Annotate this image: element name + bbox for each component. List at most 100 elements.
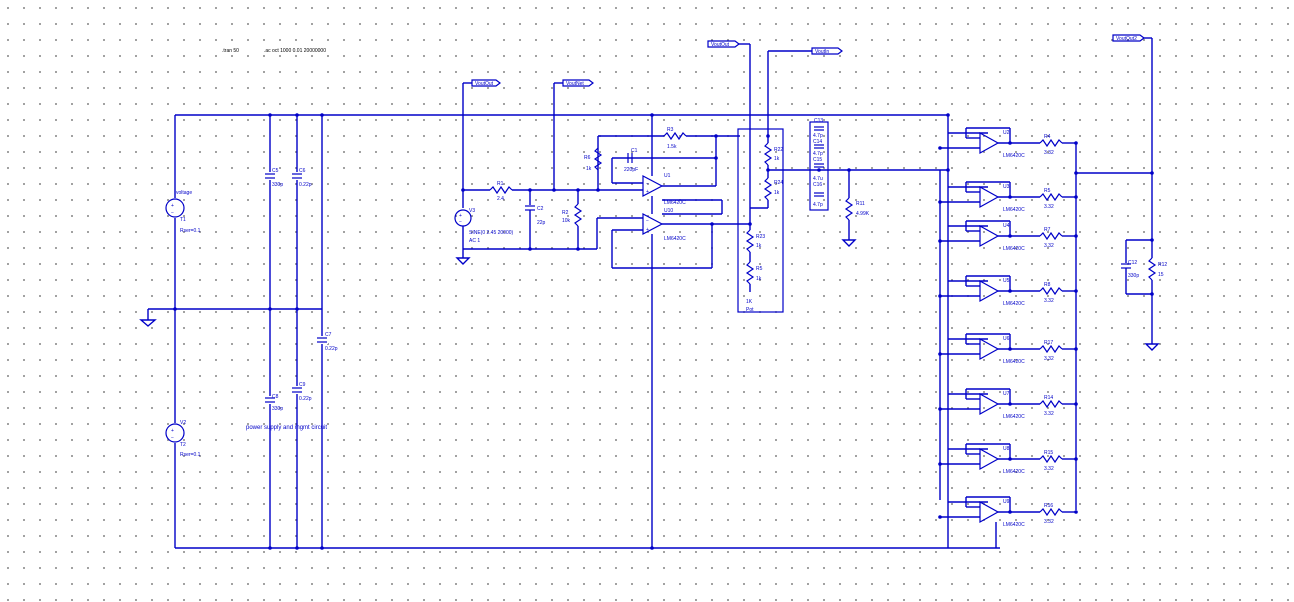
capacitor-c5[interactable]: C5 330p bbox=[264, 168, 283, 188]
component-value: 330p bbox=[272, 182, 283, 188]
component-name: C7 bbox=[325, 332, 332, 338]
component-name: R15 bbox=[1044, 450, 1053, 456]
capacitor-c1[interactable]: C1 220pF bbox=[624, 148, 638, 173]
junction-dot bbox=[1008, 289, 1012, 293]
capacitor-c12[interactable]: C12 330p bbox=[1121, 260, 1139, 279]
capacitor-c9[interactable]: C9 0.22p bbox=[291, 382, 312, 402]
junction-dot bbox=[1008, 234, 1012, 238]
resistor-icon bbox=[1147, 257, 1157, 281]
component-value: 1k bbox=[756, 276, 762, 282]
ac-directive[interactable]: .ac oct 1000 0.01 20000000 bbox=[264, 48, 326, 54]
resistor-icon bbox=[1039, 454, 1063, 464]
opamp-u10[interactable]: − + U10 LM6420C bbox=[642, 208, 686, 242]
component-value: LM6420C bbox=[1003, 207, 1025, 213]
component-name: R2 bbox=[562, 210, 569, 216]
junction-dot bbox=[938, 294, 942, 298]
component-value: 15 bbox=[1158, 272, 1164, 278]
resistor-r12[interactable]: R12 15 bbox=[1147, 257, 1167, 281]
capacitor-c6[interactable]: C6 0.22p bbox=[291, 168, 312, 188]
component-name: C14 bbox=[813, 139, 822, 145]
resistor-r24[interactable]: R24 1k bbox=[763, 177, 783, 201]
component-name: C6 bbox=[299, 168, 306, 174]
net-label-text: VoutOut bbox=[711, 42, 730, 48]
net-label-flag[interactable] bbox=[811, 47, 843, 55]
component-value: 0.22p bbox=[299, 182, 312, 188]
resistor-r6[interactable]: R6 1k bbox=[584, 147, 603, 172]
svg-text:+: + bbox=[646, 227, 649, 233]
resistor-r11[interactable]: R11 4.99K bbox=[844, 197, 870, 221]
component-value: 3.32 bbox=[1044, 411, 1054, 417]
component-name: C16 bbox=[813, 182, 822, 188]
component-value: 3.32 bbox=[1044, 204, 1054, 210]
component-name: R22 bbox=[774, 147, 783, 153]
component-value: 22p bbox=[537, 220, 546, 226]
junction-dot bbox=[1008, 195, 1012, 199]
component-value: 3.32 bbox=[1044, 356, 1054, 362]
resistor-r3[interactable]: R3 1.5k bbox=[663, 127, 687, 150]
junction-dot bbox=[1008, 402, 1012, 406]
component-name: C12 bbox=[1128, 260, 1137, 266]
junction-dot bbox=[650, 546, 654, 550]
net-label-flag[interactable] bbox=[707, 40, 740, 48]
resistor-r5[interactable]: R5 1k bbox=[745, 261, 763, 285]
svg-text:−: − bbox=[171, 210, 174, 216]
component-name: U2 bbox=[1003, 130, 1010, 136]
tran-directive[interactable]: .tran 50 bbox=[222, 48, 239, 54]
net-label-flag[interactable] bbox=[562, 79, 594, 87]
component-name: R17 bbox=[1044, 340, 1053, 346]
power-supply-section: + − voltage T1 Rser=0.1 + − V2 T2 Rser=0… bbox=[139, 113, 1000, 550]
junction-dot bbox=[268, 307, 272, 311]
capacitor-c16[interactable]: C16 4.7p bbox=[813, 182, 824, 208]
resistor-r23[interactable]: R23 1k bbox=[745, 229, 765, 253]
junction-dot bbox=[817, 168, 821, 172]
potentiometer-box[interactable] bbox=[737, 128, 784, 313]
voltage-source-v1[interactable]: + − voltage T1 Rser=0.1 bbox=[165, 190, 201, 234]
net-label-flag[interactable] bbox=[1112, 34, 1145, 42]
capacitor-c2[interactable]: C2 22p bbox=[525, 205, 546, 226]
component-name: U5 bbox=[1003, 278, 1010, 284]
component-value: T1 bbox=[180, 217, 186, 223]
power-supply-comment[interactable]: power supply and mgmt circuit bbox=[246, 425, 327, 431]
resistor-r1[interactable]: R1 2.4 bbox=[489, 181, 513, 202]
net-label-flag[interactable] bbox=[471, 79, 501, 87]
junction-dot bbox=[1074, 171, 1078, 175]
junction-dot bbox=[173, 307, 177, 311]
opamp-icon bbox=[979, 279, 1000, 303]
junction-dot bbox=[320, 113, 324, 117]
resistor-r2[interactable]: R2 10k bbox=[562, 203, 583, 227]
junction-dot bbox=[268, 546, 272, 550]
junction-dot bbox=[1150, 292, 1154, 296]
capacitor-c7[interactable]: C7 0.22p bbox=[316, 332, 338, 352]
voltage-source-v3[interactable]: + − V3 SINE(0 2.45 20000) AC 1 bbox=[454, 208, 514, 244]
junction-dot bbox=[847, 168, 851, 172]
component-value: 2.4 bbox=[497, 196, 504, 202]
component-value: 330p bbox=[272, 406, 283, 412]
junction-dot bbox=[1150, 171, 1154, 175]
component-value: T2 bbox=[180, 442, 186, 448]
junction-dot bbox=[576, 188, 580, 192]
component-value: LM6420C bbox=[1003, 414, 1025, 420]
capacitor-c13[interactable]: C13 4.7p bbox=[813, 118, 824, 139]
junction-dot bbox=[552, 188, 556, 192]
junction-dot bbox=[938, 515, 942, 519]
capacitor-c15[interactable]: C15 4.7u bbox=[813, 157, 824, 182]
resistor-r22[interactable]: R22 1k bbox=[763, 142, 783, 166]
voltage-source-v2[interactable]: + − V2 T2 Rser=0.1 bbox=[165, 420, 201, 458]
component-name: U10 bbox=[664, 208, 673, 214]
capacitor-c14[interactable]: C14 4.7p bbox=[813, 139, 824, 157]
capacitor-bank[interactable] bbox=[809, 121, 829, 211]
junction-dot bbox=[528, 188, 532, 192]
capacitor-c8[interactable]: C8 330p bbox=[264, 394, 283, 412]
opamp-u1[interactable]: − + U1 LM6420C bbox=[642, 173, 686, 206]
component-name: R14 bbox=[1044, 395, 1053, 401]
